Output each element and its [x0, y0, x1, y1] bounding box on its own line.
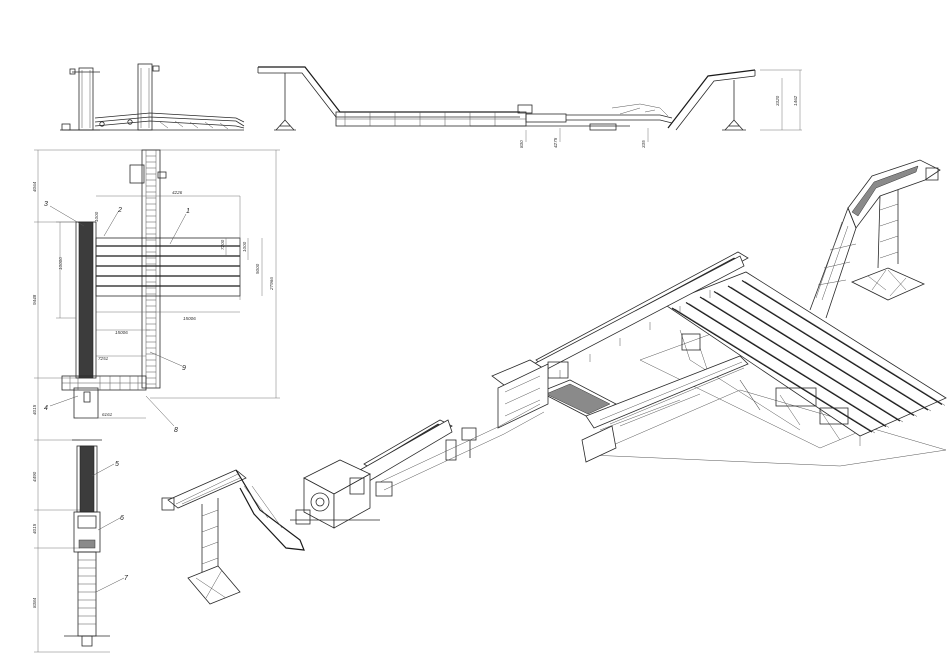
callout-5: 5: [115, 461, 119, 468]
dim-label: 1000: [242, 241, 247, 252]
table-rail: [671, 307, 873, 433]
dim-label: 8384: [32, 597, 37, 608]
table-rail-edge: [730, 286, 932, 412]
dim-label: 1462: [793, 95, 798, 106]
plan-view: 4064 9448 4015 4490 4015 8384 27966 4226…: [32, 149, 280, 653]
table-rail: [685, 301, 887, 428]
dim-label: 15006: [115, 330, 128, 335]
dim-label: 15006: [183, 316, 196, 321]
table-rail: [727, 285, 929, 411]
chain-ticks: [146, 155, 156, 385]
dim-label: 830: [519, 140, 524, 148]
callout-2: 2: [117, 207, 122, 214]
callout-3: 3: [44, 201, 48, 208]
dim-label: 7251: [98, 356, 109, 361]
table-rail-edge: [688, 303, 890, 428]
dim-label: 4226: [172, 190, 183, 195]
dim-label: 1000: [94, 211, 99, 222]
callout-7: 7: [124, 575, 129, 582]
dim-label: 6161: [102, 412, 113, 417]
dim-label: 5000: [255, 263, 260, 274]
side-elevation-small: [60, 63, 245, 131]
table-rail-edge: [716, 292, 918, 417]
table-rail-edge: [744, 281, 946, 406]
table-rails: [671, 279, 946, 434]
dim-label: 4490: [32, 471, 37, 482]
callout-4: 4: [44, 405, 48, 412]
dim-label: 4064: [32, 181, 37, 192]
dim-label: 3320: [775, 95, 780, 106]
table-rail-edge: [702, 297, 904, 423]
callout-9: 9: [182, 365, 186, 372]
dim-label: 9448: [32, 294, 37, 305]
dim-label: 7200: [220, 239, 225, 250]
dim-label: 335: [641, 140, 646, 148]
callout-1: 1: [186, 208, 190, 215]
dim-label: 4015: [32, 523, 37, 534]
table-rail: [741, 279, 943, 406]
side-elevation-long: 3320 1462 830 4275 335: [257, 66, 802, 148]
dim-label: 4275: [553, 137, 558, 148]
isometric-view: [161, 159, 947, 605]
table-rail: [713, 290, 915, 417]
dim-label: 10000: [58, 257, 63, 270]
table-rail-edge: [674, 308, 876, 434]
dim-label: 4015: [32, 404, 37, 415]
callout-6: 6: [120, 515, 124, 522]
callout-8: 8: [174, 427, 178, 434]
table-rail: [699, 296, 901, 422]
dim-label: 27966: [269, 277, 274, 291]
